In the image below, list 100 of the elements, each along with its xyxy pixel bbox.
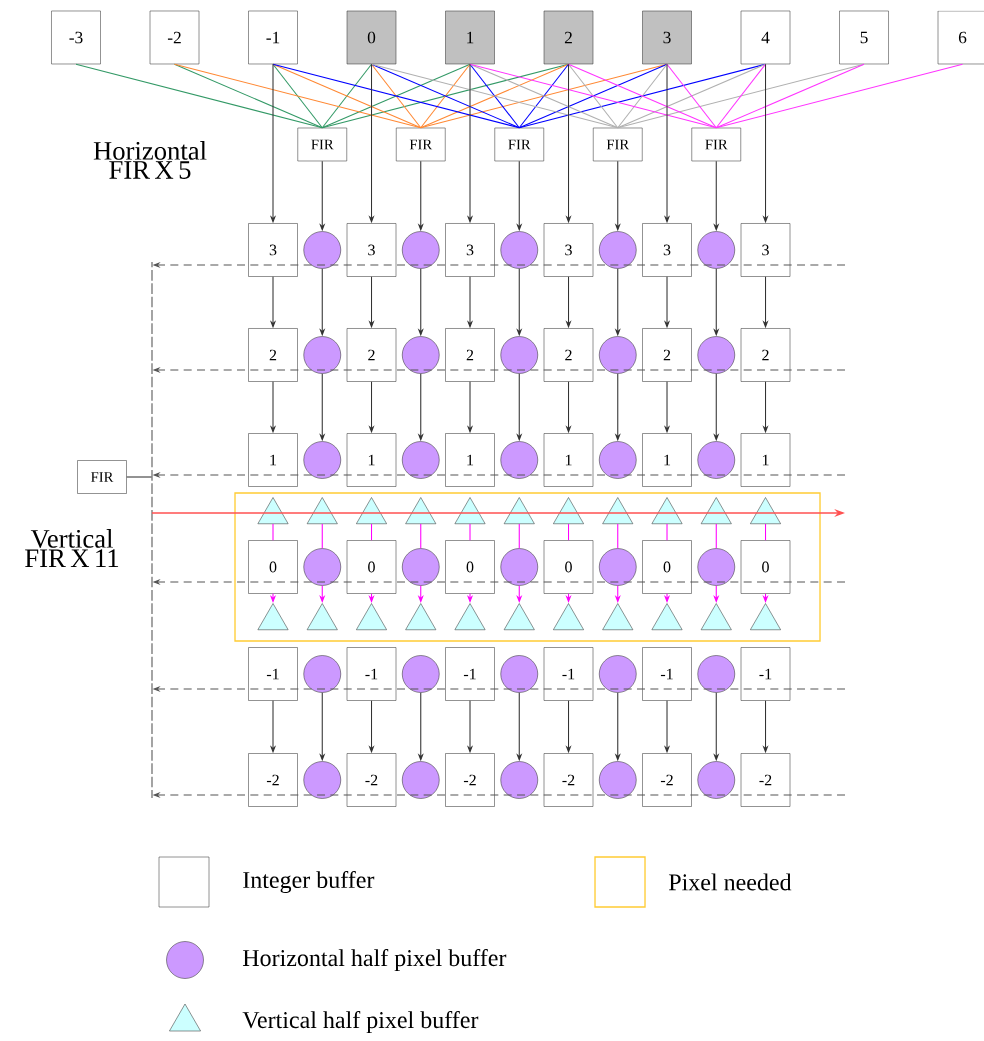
- buffer-square: 0: [740, 540, 791, 594]
- pixel-box: 2: [543, 10, 594, 65]
- connector-line: [567, 63, 619, 129]
- buffer-square: -2: [445, 753, 495, 807]
- buffer-triangle: [700, 497, 732, 525]
- buffer-triangle: [553, 497, 584, 525]
- buffer-square: 1: [248, 433, 298, 487]
- buffer-triangle: [454, 603, 486, 631]
- fir-box: FIR: [691, 127, 742, 162]
- buffer-square: 1: [445, 433, 495, 487]
- buffer-triangle: [503, 603, 535, 631]
- buffer-square: 0: [543, 540, 594, 594]
- buffer-triangle: [602, 603, 634, 631]
- buffer-triangle: [306, 603, 338, 631]
- buffer-circle: [303, 761, 341, 799]
- connector-line: [321, 63, 471, 129]
- buffer-triangle: [356, 603, 387, 631]
- connector-line: [370, 63, 422, 129]
- buffer-circle: [599, 231, 637, 269]
- buffer-circle: [599, 336, 637, 374]
- pixel-box: 1: [445, 10, 495, 65]
- connector-line: [666, 63, 717, 129]
- pixel-box: -3: [51, 10, 101, 65]
- connector-line: [567, 63, 717, 129]
- connector-line: [518, 63, 570, 129]
- buffer-square: 1: [642, 433, 692, 487]
- buffer-square: 3: [346, 223, 397, 277]
- buffer-square: 0: [642, 540, 692, 594]
- buffer-triangle: [553, 603, 584, 631]
- buffer-square: 3: [642, 223, 692, 277]
- buffer-circle: [599, 761, 637, 799]
- pixel-box: 4: [740, 10, 791, 65]
- legend-text: Vertical half pixel buffer: [242, 1011, 479, 1033]
- connector-line: [715, 63, 964, 129]
- buffer-square: 1: [346, 433, 397, 487]
- buffer-triangle: [700, 603, 732, 631]
- connector-line: [173, 63, 323, 129]
- buffer-triangle: [651, 603, 683, 631]
- connector-line: [518, 523, 520, 549]
- legend-text: Horizontal half pixel buffer: [242, 949, 507, 971]
- buffer-square: 2: [740, 328, 791, 382]
- buffer-square: -2: [346, 753, 397, 807]
- connector-line: [469, 63, 520, 129]
- buffer-square: 2: [642, 328, 692, 382]
- pixel-box: 6: [937, 10, 984, 65]
- buffer-circle: [402, 336, 440, 374]
- buffer-square: 0: [445, 540, 495, 594]
- buffer-triangle: [503, 497, 535, 525]
- buffer-circle: [599, 655, 637, 693]
- buffer-square: 3: [445, 223, 495, 277]
- buffer-square: 1: [740, 433, 791, 487]
- dashed-bus-line: [151, 261, 153, 799]
- buffer-square: 3: [248, 223, 298, 277]
- legend-text: Integer buffer: [243, 870, 375, 894]
- buffer-square: 1: [543, 433, 594, 487]
- buffer-circle: [500, 231, 539, 269]
- connector-line: [75, 63, 323, 129]
- connector-line: [321, 523, 323, 549]
- buffer-circle: [697, 441, 736, 479]
- buffer-triangle: [257, 497, 289, 525]
- connector-line: [666, 523, 668, 541]
- connector-line: [420, 63, 570, 129]
- buffer-circle: [697, 655, 736, 693]
- buffer-square: -1: [346, 647, 397, 701]
- buffer-square: -2: [740, 753, 791, 807]
- buffer-triangle: [454, 497, 486, 525]
- buffer-circle: [303, 336, 341, 374]
- highlight-frame: [234, 492, 821, 642]
- buffer-square: 2: [445, 328, 495, 382]
- connector-line: [715, 63, 865, 129]
- pixel-box: 0: [346, 10, 397, 65]
- connector-line: [617, 63, 767, 129]
- fir-box: FIR: [77, 460, 127, 494]
- buffer-circle: [303, 655, 341, 693]
- buffer-square: -2: [642, 753, 692, 807]
- buffer-triangle: [356, 497, 387, 525]
- buffer-circle: [402, 231, 440, 269]
- buffer-square: -1: [248, 647, 298, 701]
- buffer-circle: [697, 231, 736, 269]
- buffer-circle: [402, 761, 440, 799]
- buffer-square: -1: [642, 647, 692, 701]
- buffer-circle: [500, 336, 539, 374]
- connector-line: [370, 63, 520, 129]
- pixel-box: -1: [248, 10, 298, 65]
- fir-box: FIR: [593, 127, 643, 162]
- connector-line: [420, 63, 668, 129]
- buffer-square: -1: [543, 647, 594, 701]
- buffer-circle: [500, 441, 539, 479]
- buffer-square: -2: [248, 753, 298, 807]
- buffer-square: 3: [543, 223, 594, 277]
- buffer-square: -1: [445, 647, 495, 701]
- buffer-square: 2: [543, 328, 594, 382]
- buffer-square: 0: [346, 540, 397, 594]
- buffer-square: 2: [248, 328, 298, 382]
- buffer-circle: [697, 336, 736, 374]
- buffer-triangle: [257, 603, 289, 631]
- connector-line: [469, 63, 619, 129]
- buffer-triangle: [602, 497, 634, 525]
- connector-line: [272, 63, 323, 129]
- buffer-circle: [303, 548, 341, 586]
